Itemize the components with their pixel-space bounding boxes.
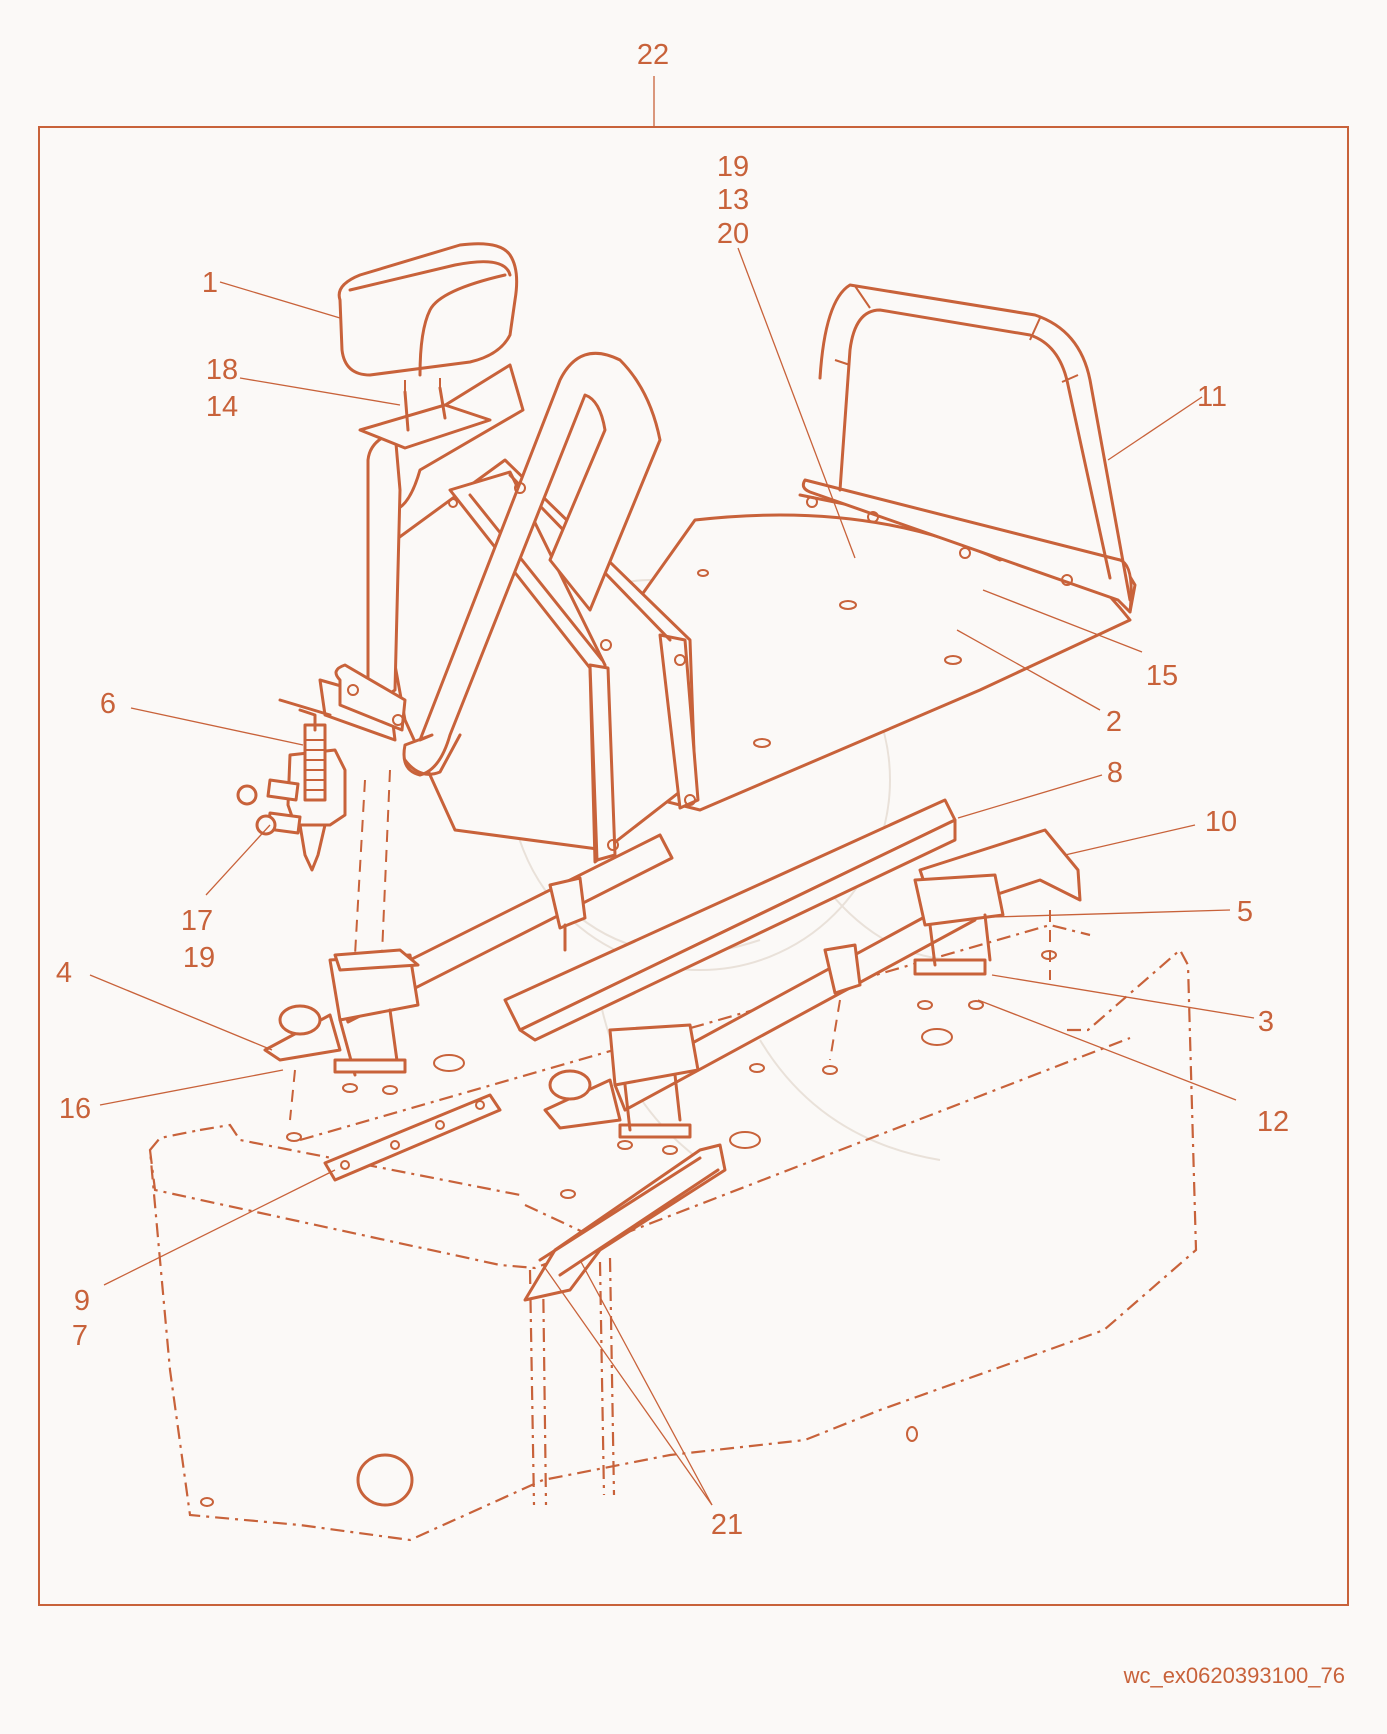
callout-6: 6 — [100, 688, 116, 720]
front-bumper — [523, 1143, 727, 1302]
left-tube — [263, 833, 674, 1121]
callout-7: 7 — [72, 1320, 88, 1352]
leader-lines — [89, 247, 1255, 1506]
callout-13: 13 — [717, 184, 749, 216]
callout-2: 2 — [1106, 706, 1122, 738]
latch-assembly — [236, 698, 391, 1001]
callout-14: 14 — [206, 391, 238, 423]
right-handle — [818, 283, 1132, 602]
callout-17: 17 — [181, 905, 213, 937]
callout-19-left: 19 — [183, 942, 215, 974]
callout-15: 15 — [1146, 660, 1178, 692]
base-plate — [323, 1093, 502, 1182]
head-cushion — [337, 242, 519, 450]
callout-8: 8 — [1107, 757, 1123, 789]
callout-19-top: 19 — [717, 151, 749, 183]
assembly-frame — [38, 126, 1349, 1606]
callout-16: 16 — [59, 1093, 91, 1125]
callout-18: 18 — [206, 354, 238, 386]
callout-5: 5 — [1237, 896, 1253, 928]
callout-21: 21 — [711, 1509, 743, 1541]
right-tube — [543, 828, 1082, 1139]
callout-labels: 22 19 13 20 1 18 14 11 6 15 2 8 10 5 17 … — [56, 39, 1289, 1541]
callout-1: 1 — [202, 267, 218, 299]
callout-12: 12 — [1257, 1106, 1289, 1138]
callout-10: 10 — [1205, 806, 1237, 838]
cross-tube — [503, 798, 957, 1042]
callout-22: 22 — [637, 39, 669, 71]
callout-9: 9 — [74, 1285, 90, 1317]
callout-3: 3 — [1258, 1006, 1274, 1038]
left-tower — [318, 430, 407, 742]
backrest — [373, 351, 700, 864]
callout-4: 4 — [56, 957, 72, 989]
callout-20: 20 — [717, 218, 749, 250]
callout-11: 11 — [1197, 381, 1227, 413]
drawing-reference-code: wc_ex0620393100_76 — [1123, 1663, 1345, 1688]
platform — [558, 478, 1137, 812]
